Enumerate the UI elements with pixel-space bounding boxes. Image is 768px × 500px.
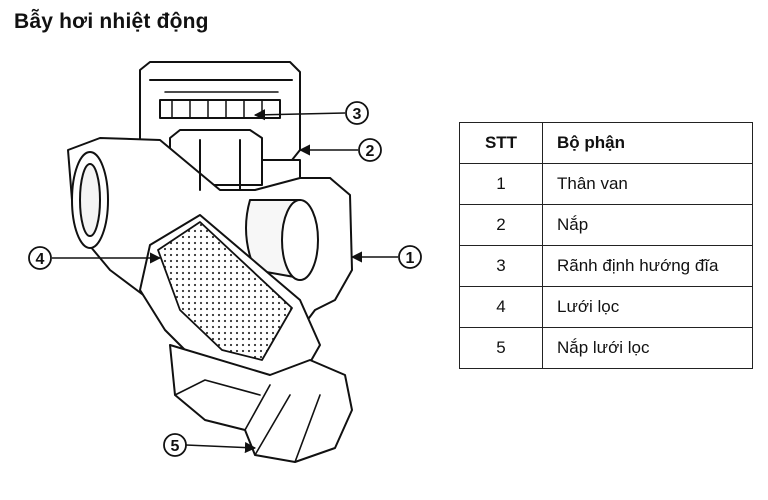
callout-1-label: 1 [406, 250, 415, 267]
diagram-title: Bẫy hơi nhiệt động [14, 10, 209, 33]
strainer-screen [157, 221, 293, 361]
callout-3-circle [345, 101, 369, 125]
row-part: Thân van [542, 163, 753, 205]
table-row: 4 Lưới lọc [459, 286, 753, 328]
header-stt: STT [459, 122, 543, 164]
row-part: Lưới lọc [542, 286, 753, 328]
callout-1-circle [398, 245, 422, 269]
callout-5-label: 5 [171, 438, 180, 455]
row-stt: 5 [459, 327, 543, 369]
callout-3-label: 3 [353, 106, 362, 123]
callout-5-circle [163, 433, 187, 457]
table-row: 1 Thân van [459, 163, 753, 205]
callout-2-circle [358, 138, 382, 162]
callout-3-leader [253, 109, 346, 121]
row-part: Nắp [542, 204, 753, 246]
row-part: Rãnh định hướng đĩa [542, 245, 753, 287]
row-stt: 4 [459, 286, 543, 328]
table-header-row: STT Bộ phận [459, 122, 753, 164]
header-part: Bộ phận [542, 122, 753, 164]
callout-4-label: 4 [36, 251, 45, 268]
row-stt: 1 [459, 163, 543, 205]
row-part: Nắp lưới lọc [542, 327, 753, 369]
callout-4-circle [28, 246, 52, 270]
parts-table: STT Bộ phận 1 Thân van 2 Nắp 3 Rãnh định… [459, 122, 753, 369]
table-row: 2 Nắp [459, 204, 753, 246]
row-stt: 2 [459, 204, 543, 246]
table-row: 5 Nắp lưới lọc [459, 327, 753, 369]
row-stt: 3 [459, 245, 543, 287]
callout-5-leader [185, 441, 257, 454]
outlet-port [281, 199, 319, 281]
callout-2-label: 2 [366, 143, 375, 160]
table-row: 3 Rãnh định hướng đĩa [459, 245, 753, 287]
